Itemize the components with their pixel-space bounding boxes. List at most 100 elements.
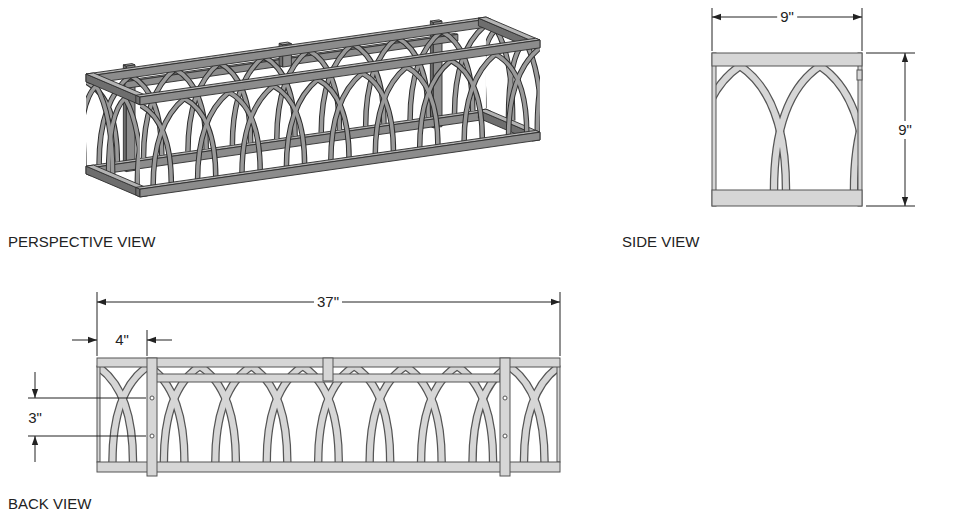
- arch-bar: [611, 366, 647, 462]
- arch-bar: [495, 54, 526, 134]
- arch-outline: [67, 74, 84, 165]
- arch-outline: [560, 366, 596, 462]
- frame-face: [86, 165, 148, 189]
- arch-bar: [153, 98, 184, 187]
- frame-face: [478, 17, 540, 41]
- arch-outline: [96, 111, 127, 191]
- arch-bar: [694, 66, 740, 190]
- arch-outline: [51, 74, 68, 151]
- arch-outline: [575, 366, 611, 462]
- extension-line: [866, 206, 915, 207]
- back-view: [10, 358, 648, 476]
- arch-bar: [420, 61, 451, 150]
- arch-outline: [774, 66, 820, 190]
- mounting-hole: [503, 434, 507, 438]
- arch-bar: [55, 82, 86, 171]
- arch-outline: [42, 88, 73, 168]
- end-post: [97, 366, 100, 462]
- arch-outline: [286, 79, 317, 168]
- arch-bar: [584, 42, 615, 122]
- extension-line: [28, 398, 146, 399]
- extension-line: [712, 8, 713, 51]
- arch-outline: [614, 66, 660, 190]
- dimension-line: [72, 340, 97, 341]
- dimension-label: 9": [895, 121, 915, 139]
- dimension-label: 37": [314, 293, 342, 311]
- extension-line: [28, 436, 146, 437]
- frame-face: [140, 40, 540, 105]
- arch-outline: [10, 366, 46, 462]
- arch-outline: [46, 366, 82, 462]
- arch-bar: [554, 54, 571, 145]
- arch-bar: [64, 111, 95, 200]
- arch-outline: [694, 66, 740, 190]
- arch-bar: [524, 366, 560, 462]
- center-tab: [323, 358, 333, 381]
- dimension-label: 3": [25, 409, 45, 427]
- side-view: [614, 53, 946, 206]
- top-rail: [136, 38, 540, 105]
- arch-bar: [109, 98, 126, 175]
- arch-outline: [420, 61, 451, 150]
- arch-outline: [242, 86, 273, 175]
- end-post: [557, 366, 560, 462]
- arch-bar: [10, 88, 41, 177]
- arch-bar: [242, 86, 273, 175]
- arch-bar: [362, 73, 393, 153]
- arch-bar: [375, 67, 406, 156]
- arch-bar: [46, 366, 82, 462]
- arch-grille: [451, 17, 570, 145]
- arch-grille: [10, 18, 561, 176]
- view-title: PERSPECTIVE VIEW: [8, 233, 156, 251]
- arch-outline: [611, 366, 647, 462]
- arch-bar: [774, 66, 820, 190]
- arch-bar: [331, 73, 362, 162]
- arch-bar: [184, 98, 215, 178]
- extension-line: [862, 8, 863, 51]
- arch-outline: [540, 48, 571, 128]
- arch-bar: [229, 92, 260, 172]
- end-post: [712, 53, 716, 206]
- arch-outline: [80, 86, 97, 163]
- arch-outline: [10, 88, 41, 177]
- arch-bar: [614, 66, 660, 190]
- frame-face: [136, 38, 540, 97]
- arch-bar: [96, 111, 127, 191]
- dimension-lines: [28, 8, 915, 462]
- dimension-label: 4": [112, 331, 132, 349]
- arch-outline: [584, 42, 615, 122]
- frame-face: [136, 130, 540, 189]
- arch-bar: [464, 54, 495, 143]
- dimension-line: [35, 372, 36, 398]
- arch-outline: [553, 42, 584, 131]
- arch-bar: [318, 79, 349, 159]
- view-title: SIDE VIEW: [622, 233, 700, 251]
- arch-bar: [451, 61, 482, 141]
- arch-outline: [375, 67, 406, 156]
- mounting-bracket: [147, 358, 157, 476]
- arch-outline: [61, 366, 97, 462]
- arch-outline: [55, 82, 86, 171]
- arch-outline: [464, 54, 495, 143]
- arch-outline: [153, 98, 184, 187]
- frame-face: [86, 17, 490, 76]
- arch-bar: [286, 79, 317, 168]
- arch-bar: [560, 366, 596, 462]
- arch-bar: [112, 366, 148, 462]
- arch-outline: [509, 48, 540, 137]
- dimension-line: [35, 436, 36, 462]
- arch-bar: [10, 366, 46, 462]
- bracket-tab: [857, 70, 862, 80]
- arch-bar: [198, 92, 229, 181]
- arch-outline: [660, 66, 706, 190]
- arch-bar: [540, 48, 571, 128]
- arch-bar: [537, 54, 554, 131]
- mounting-bracket: [500, 358, 510, 476]
- bottom-rail: [136, 130, 540, 197]
- bottom-rail: [97, 462, 560, 472]
- bottom-rail: [712, 190, 862, 206]
- top-rail: [86, 73, 148, 105]
- extension-line: [147, 330, 148, 356]
